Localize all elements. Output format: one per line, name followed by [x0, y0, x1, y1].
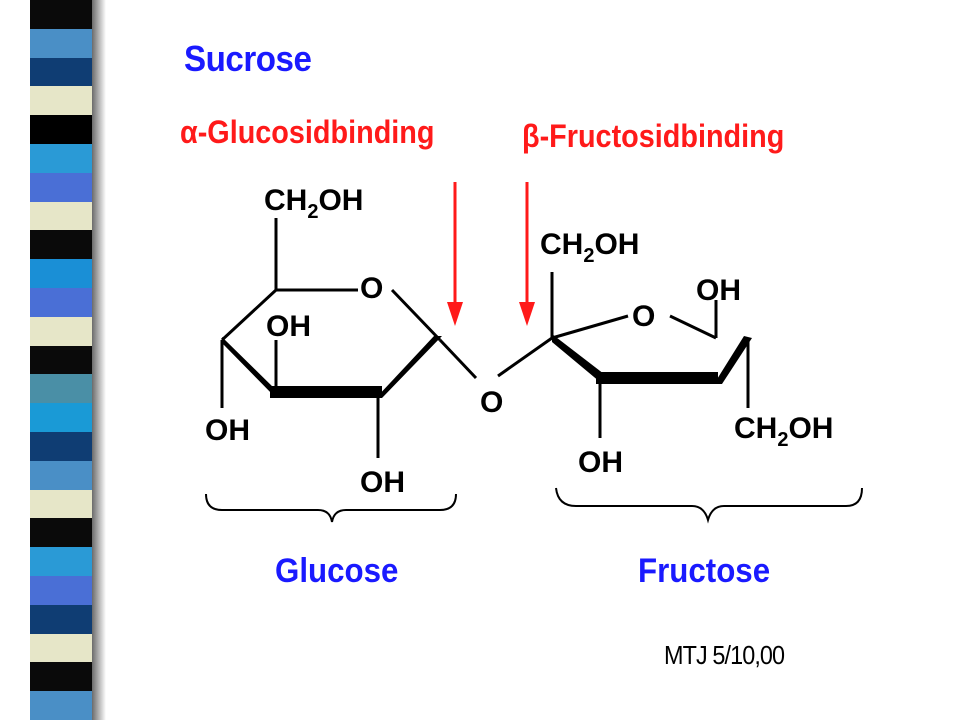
- alpha-glucosidic-bond-label: α-Glucosidbinding: [180, 114, 435, 150]
- strip-shadow: [92, 0, 106, 720]
- strip-segment: [30, 57, 92, 87]
- strip-segment: [30, 403, 92, 432]
- strip-segment: [30, 0, 92, 29]
- glycosidic-oxygen: O: [480, 386, 503, 419]
- glucose-ring-wedges: [222, 336, 442, 398]
- fructose-oh-top: OH: [696, 274, 741, 307]
- slide-title: Sucrose: [184, 38, 312, 79]
- fructose-ch2oh-top-label: CH2OH: [540, 228, 639, 267]
- strip-segment: [30, 431, 92, 461]
- fructose-ring: [497, 272, 750, 438]
- fructose-ring-wedges: [552, 334, 752, 384]
- strip-segment: [30, 28, 92, 58]
- strip-segment: [30, 489, 92, 519]
- strip-segment: [30, 115, 92, 144]
- strip-segment: [30, 604, 92, 634]
- author-credit: MTJ 5/10,00: [664, 640, 785, 670]
- fructose-oh-bottom: OH: [578, 446, 623, 479]
- strip-segment: [30, 662, 92, 692]
- strip-segment: [30, 259, 92, 288]
- strip-segment: [30, 230, 92, 260]
- strip-segment: [30, 518, 92, 548]
- strip-segment: [30, 172, 92, 202]
- beta-fructosidic-bond-label: β-Fructosidbinding: [522, 118, 785, 154]
- fructose-ring-oxygen: O: [632, 300, 655, 333]
- glucose-caption: Glucose: [275, 552, 399, 590]
- strip-segment: [30, 345, 92, 375]
- glucose-oh-c3: OH: [266, 310, 311, 343]
- strip-segment: [30, 460, 92, 490]
- strip-segment: [30, 691, 92, 720]
- strip-segment: [30, 143, 92, 173]
- glucose-brace: [205, 493, 457, 523]
- fructose-brace: [555, 487, 863, 524]
- glucose-oh-c4: OH: [205, 414, 250, 447]
- strip-segment: [30, 633, 92, 663]
- glucose-ch2oh-label: CH2OH: [264, 184, 363, 223]
- alpha-bond-arrow: [447, 182, 463, 326]
- strip-segment: [30, 575, 92, 605]
- decorative-strip-bar: [30, 0, 92, 720]
- fructose-ch2oh-bottom-label: CH2OH: [734, 412, 833, 451]
- glucose-ring-oxygen: O: [360, 272, 383, 305]
- strip-segment: [30, 201, 92, 231]
- strip-segment: [30, 287, 92, 317]
- fructose-caption: Fructose: [638, 552, 771, 590]
- strip-segment: [30, 547, 92, 576]
- strip-segment: [30, 316, 92, 346]
- strip-segment: [30, 86, 92, 116]
- strip-segment: [30, 374, 92, 404]
- glucose-ring: [220, 218, 478, 458]
- beta-bond-arrow: [519, 182, 535, 326]
- glucose-oh-c2: OH: [360, 466, 405, 499]
